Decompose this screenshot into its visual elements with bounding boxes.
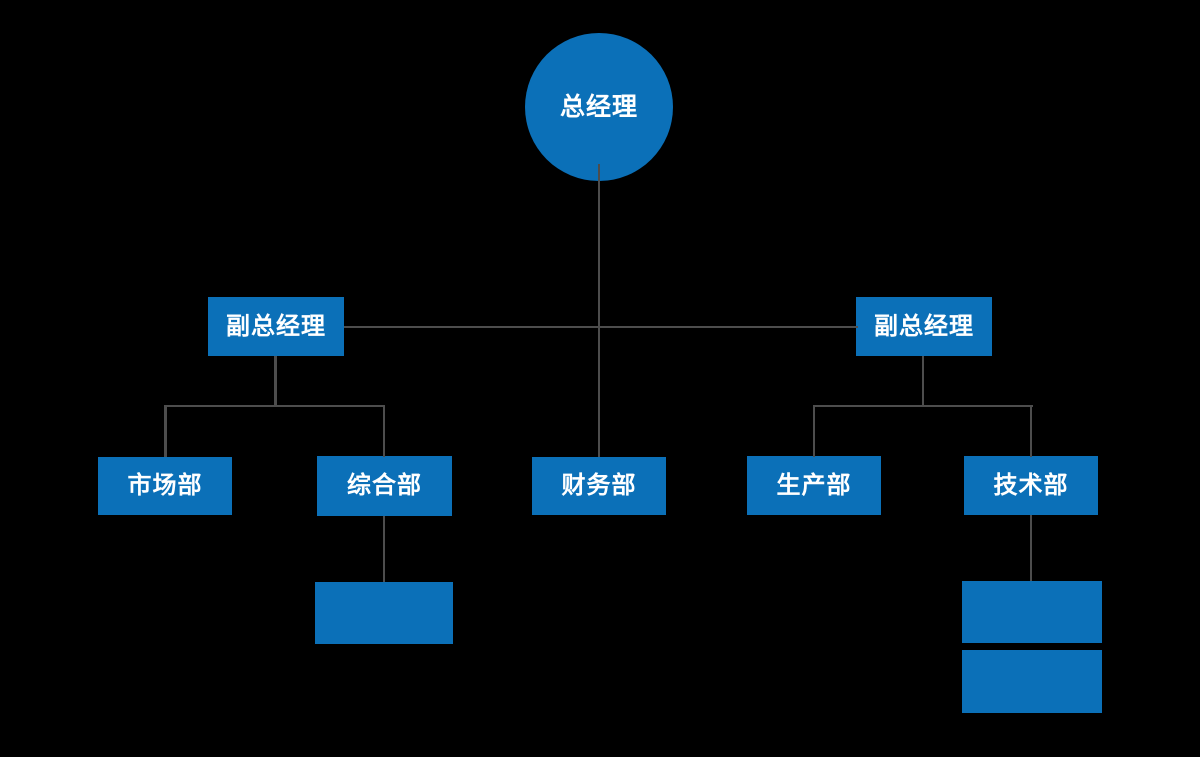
node-technology-dept: 技术部 — [964, 456, 1098, 515]
connector-technology-drop — [1029, 405, 1033, 457]
connector-root-to-finance-vertical — [597, 164, 600, 457]
connector-general-affairs-to-sub-unit — [382, 516, 386, 582]
connector-left-branch-horizontal — [164, 404, 385, 407]
connector-technology-to-sub-unit — [1029, 515, 1033, 581]
node-general-manager: 总经理 — [525, 33, 673, 181]
connector-deputy-left-drop — [274, 356, 277, 406]
connector-right-branch-horizontal — [813, 404, 1033, 407]
node-marketing-dept: 市场部 — [98, 457, 232, 515]
node-deputy-general-manager-right: 副总经理 — [856, 297, 992, 356]
connector-general-affairs-drop — [382, 405, 386, 457]
node-deputy-general-manager-left: 副总经理 — [208, 297, 344, 356]
node-production-dept: 生产部 — [747, 456, 881, 515]
connector-deputy-right-drop — [921, 356, 925, 406]
node-finance-dept: 财务部 — [532, 457, 666, 515]
node-sub-unit-under-general-affairs — [315, 582, 453, 644]
connector-production-drop — [812, 405, 816, 457]
connector-marketing-drop — [164, 405, 167, 457]
connector-cross-horizontal — [344, 325, 858, 329]
node-general-affairs-dept: 综合部 — [317, 456, 452, 516]
node-sub-unit-under-technology-2 — [962, 650, 1102, 713]
node-sub-unit-under-technology-1 — [962, 581, 1102, 643]
